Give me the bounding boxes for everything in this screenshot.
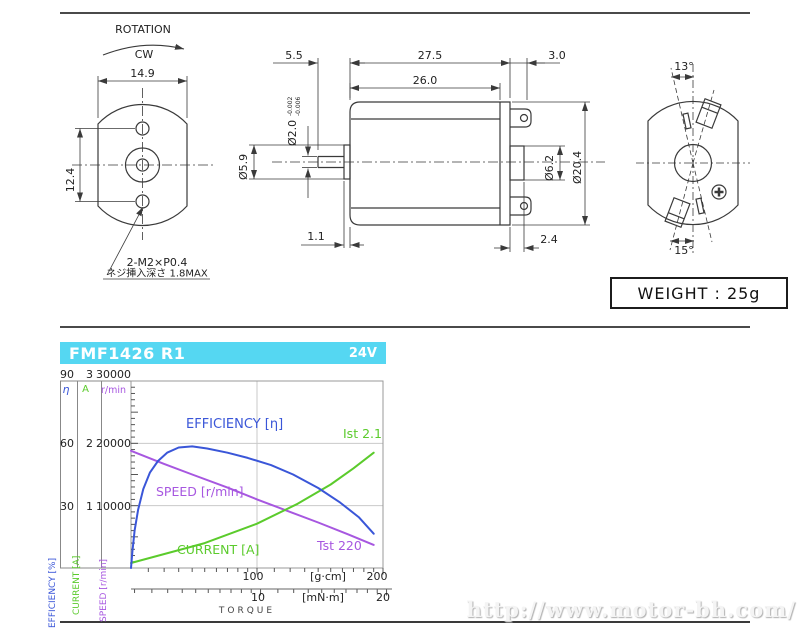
dim-angle-bottom: 15°: [674, 244, 694, 257]
curve-current: [130, 451, 375, 564]
cur-tick-1: 1: [86, 500, 93, 513]
middle-rule: [60, 326, 750, 328]
dim-body-dia: Ø20.4: [571, 151, 584, 184]
front-view-drawing: ROTATION CW 14.9 12.4 2-M2×P0.4 ネジ挿入深さ 1…: [64, 23, 213, 280]
bottom-rule: [60, 621, 750, 623]
side-view-drawing: 5.5 27.5 3.0 26.0 Ø2.0 -0.002 -0.006 Ø5.…: [237, 49, 605, 252]
rear-screw-marker: [711, 184, 727, 200]
eff-tick-30: 30: [60, 500, 74, 513]
dim-angle-top: 13°: [674, 60, 694, 73]
cur-tick-2: 2: [86, 437, 93, 450]
x2-tick-10: 10: [251, 591, 265, 604]
dim-rear-boss-len: 2.4: [540, 233, 558, 246]
stall-current-label: Ist 2.1: [343, 426, 382, 441]
cw-label: CW: [135, 48, 154, 61]
rear-angle-lines: [669, 67, 715, 251]
dim-shaft-tol-lower: -0.006: [295, 96, 302, 116]
rear-outline: [647, 100, 739, 226]
cur-axis-symbol: A: [82, 384, 89, 395]
voltage-badge: 24V: [348, 345, 377, 361]
curve-speed: [130, 449, 375, 546]
spd-tick-30000: 30000: [96, 368, 131, 381]
screw-note-line1: 2-M2×P0.4: [127, 256, 188, 269]
top-rule: [60, 12, 750, 14]
watermark-url: http://www.motor-bh.com/: [466, 597, 796, 622]
side-dimension-lines: [249, 58, 590, 252]
spd-tick-20000: 20000: [96, 437, 131, 450]
speed-curve-label: SPEED [r/min]: [156, 484, 244, 499]
terminal-bottom: [510, 196, 532, 216]
dim-shaft-tol-upper: -0.002: [287, 96, 294, 116]
dim-shaft-ext: 5.5: [285, 49, 303, 62]
cur-tick-3: 3: [86, 368, 93, 381]
x1-tick-100: 100: [242, 570, 264, 583]
screw-note-line2: ネジ挿入深さ 1.8MAX: [106, 267, 208, 280]
x1-tick-200: 200: [366, 570, 388, 583]
dim-hole-pitch: 12.4: [64, 168, 77, 193]
dim-shaft-dia: Ø2.0: [286, 120, 299, 146]
dim-rear-length: 3.0: [548, 49, 566, 62]
front-screw-hole-top: [135, 121, 150, 136]
eff-tick-90: 90: [60, 368, 74, 381]
rear-slot-bottom: [695, 197, 705, 215]
stall-torque-label: Tst 220: [317, 538, 362, 553]
front-outline: [97, 103, 188, 227]
model-header-bar: FMF1426 R1 24V: [60, 342, 386, 364]
eff-axis-label: EFFICIENCY [%]: [48, 557, 58, 628]
rear-centerlines: [636, 64, 750, 254]
dim-front-width: 14.9: [130, 67, 155, 80]
x2-tick-20: 20: [376, 591, 390, 604]
dim-rear-boss-dia: Ø6.2: [543, 155, 556, 181]
spd-tick-10000: 10000: [96, 500, 131, 513]
motor-body: [349, 101, 511, 226]
terminal-top: [510, 108, 532, 128]
dim-body-length: 26.0: [413, 74, 438, 87]
dim-total-length: 27.5: [418, 49, 443, 62]
rear-terminal-bottom: [664, 197, 691, 228]
x2-unit: [mN·m]: [302, 591, 344, 604]
weight-label: WEIGHT : 25g: [637, 283, 761, 303]
rotation-label: ROTATION: [115, 23, 171, 36]
rear-dimension-lines: [670, 74, 694, 244]
torque-axis-label: TORQUE: [218, 606, 276, 616]
front-dimension-lines: [75, 43, 210, 280]
dim-front-boss-dia: Ø5.9: [237, 154, 250, 180]
rear-terminal-top: [695, 98, 722, 129]
weight-box: WEIGHT : 25g: [610, 277, 788, 309]
current-curve-label: CURRENT [A]: [177, 542, 260, 557]
efficiency-curve-label: EFFICIENCY [η]: [186, 417, 284, 432]
model-name: FMF1426 R1: [69, 343, 186, 363]
dim-front-boss-len: 1.1: [307, 230, 325, 243]
eff-tick-60: 60: [60, 437, 74, 450]
cur-axis-label: CURRENT [A]: [72, 555, 82, 615]
spd-axis-label: SPEED [r/min]: [99, 558, 109, 622]
curve-efficiency: [130, 445, 375, 569]
rear-view-drawing: 13° 15°: [636, 60, 750, 257]
rear-slot-top: [682, 112, 692, 130]
eff-axis-symbol: η: [62, 383, 70, 396]
spd-axis-symbol: r/min: [100, 385, 127, 396]
x1-unit: [g·cm]: [310, 570, 346, 583]
front-centerlines: [72, 88, 213, 240]
rear-bearing-boss: [509, 145, 525, 181]
performance-chart: [130, 380, 392, 596]
axis-table-lines: [60, 380, 131, 569]
